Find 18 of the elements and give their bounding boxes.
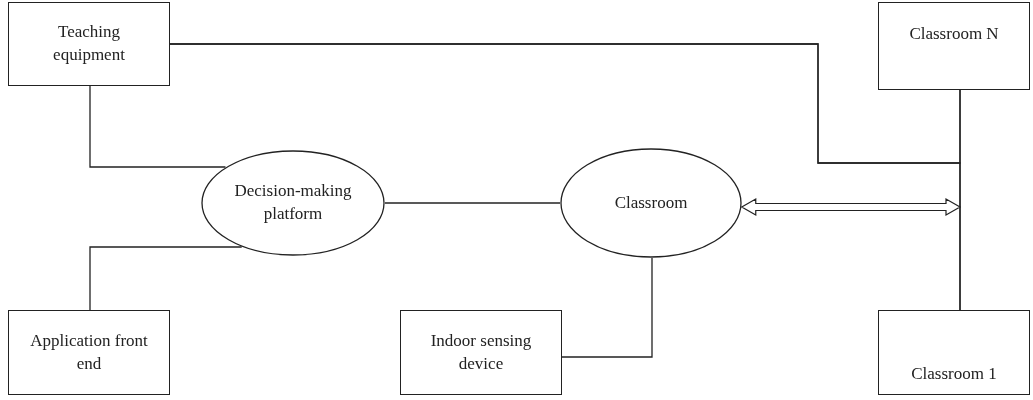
connector-line [384, 202, 561, 204]
double-arrow [740, 197, 962, 217]
node-label: Classroom N [909, 23, 999, 45]
connector-line [89, 85, 227, 168]
process-box [878, 310, 1030, 395]
process-box [400, 310, 562, 395]
node-label: Teaching equipment [52, 21, 126, 66]
process-box [8, 310, 170, 395]
process-box [878, 2, 1030, 90]
node-label: Decision-making platform [233, 180, 353, 225]
connector-line [561, 257, 653, 358]
node-label: Classroom [614, 191, 688, 214]
connector-line [169, 43, 961, 311]
node-label: Indoor sensing device [429, 329, 533, 375]
process-box [8, 2, 170, 86]
node-label: Classroom 1 [911, 363, 997, 386]
node-label: Application front end [29, 329, 149, 375]
connector-line [89, 246, 243, 311]
